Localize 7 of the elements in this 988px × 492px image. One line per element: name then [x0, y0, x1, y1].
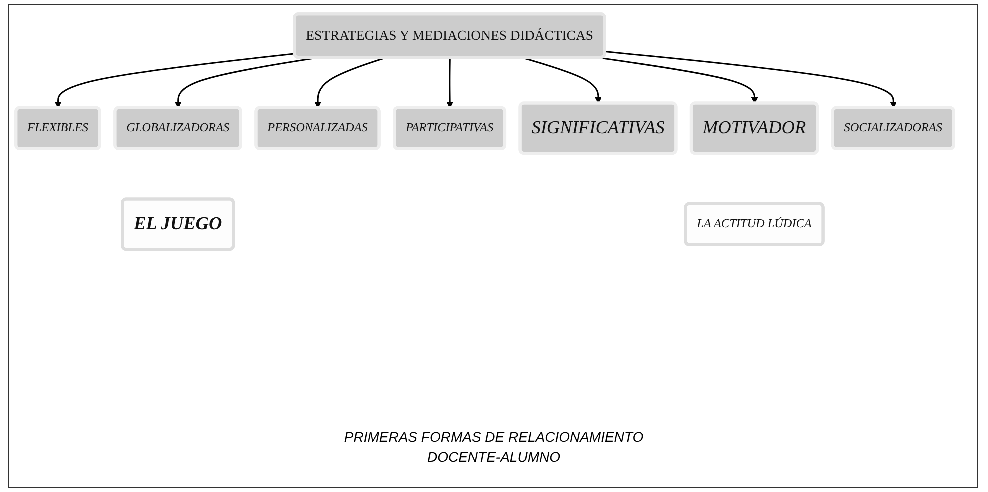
arrow: [522, 57, 602, 104]
arrow: [605, 51, 898, 108]
note-text: DOCENTE-ALUMNO: [427, 449, 560, 465]
arrow: [446, 58, 454, 108]
arrow: [54, 53, 296, 108]
note-text: PRIMERAS FORMAS DE RELACIONAMIENTO: [344, 429, 644, 445]
arrow: [314, 57, 386, 108]
